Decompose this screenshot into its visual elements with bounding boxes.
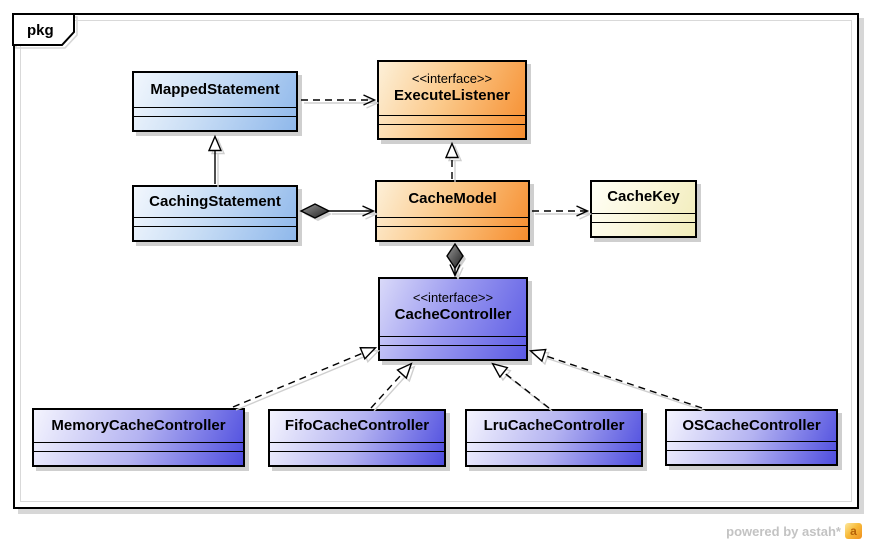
operations-compartment	[134, 226, 296, 240]
stereotype-label: <<interface>>	[411, 71, 493, 86]
attributes-compartment	[380, 336, 526, 345]
operations-compartment	[667, 450, 836, 464]
attributes-compartment	[467, 442, 641, 451]
attributes-compartment	[270, 442, 444, 451]
name-compartment: CacheKey	[592, 182, 695, 213]
class-mapped-statement[interactable]: MappedStatement	[132, 71, 298, 132]
class-name: FifoCacheController	[284, 417, 430, 435]
name-compartment: MappedStatement	[134, 73, 296, 107]
class-execute-listener[interactable]: <<interface>> ExecuteListener	[377, 60, 527, 140]
class-cache-controller[interactable]: <<interface>> CacheController	[378, 277, 528, 361]
operations-compartment	[592, 222, 695, 236]
stereotype-label: <<interface>>	[412, 290, 494, 305]
class-fifo-cache-controller[interactable]: FifoCacheController	[268, 409, 446, 467]
class-name: ExecuteListener	[394, 87, 510, 105]
class-name: CacheKey	[607, 188, 680, 206]
class-name: MemoryCacheController	[51, 416, 226, 434]
operations-compartment	[34, 451, 243, 465]
frame-inner-border	[20, 20, 852, 502]
class-cache-model[interactable]: CacheModel	[375, 180, 530, 242]
name-compartment: OSCacheController	[667, 411, 836, 441]
name-compartment: <<interface>> CacheController	[380, 279, 526, 336]
class-cache-key[interactable]: CacheKey	[590, 180, 697, 238]
attributes-compartment	[134, 107, 296, 116]
class-name: CachingStatement	[149, 192, 281, 210]
powered-by-text[interactable]: powered by astah*	[726, 523, 841, 539]
attributes-compartment	[592, 213, 695, 222]
operations-compartment	[270, 451, 444, 465]
operations-compartment	[380, 345, 526, 359]
name-compartment: MemoryCacheController	[34, 410, 243, 442]
pkg-frame-label: pkg	[27, 22, 54, 39]
astah-logo-icon[interactable]: a	[845, 523, 862, 539]
class-name: CacheModel	[408, 190, 497, 208]
operations-compartment	[467, 451, 641, 465]
attributes-compartment	[667, 441, 836, 450]
operations-compartment	[379, 124, 525, 138]
class-name: LruCacheController	[483, 417, 625, 435]
class-name: CacheController	[394, 306, 512, 324]
class-caching-statement[interactable]: CachingStatement	[132, 185, 298, 242]
attributes-compartment	[377, 217, 528, 226]
footer: powered by astah* a	[726, 523, 862, 539]
name-compartment: FifoCacheController	[270, 411, 444, 442]
class-memory-cache-controller[interactable]: MemoryCacheController	[32, 408, 245, 467]
operations-compartment	[377, 226, 528, 240]
class-os-cache-controller[interactable]: OSCacheController	[665, 409, 838, 466]
class-lru-cache-controller[interactable]: LruCacheController	[465, 409, 643, 467]
operations-compartment	[134, 116, 296, 130]
name-compartment: CacheModel	[377, 182, 528, 217]
class-name: OSCacheController	[682, 416, 821, 434]
attributes-compartment	[379, 115, 525, 124]
attributes-compartment	[134, 217, 296, 226]
attributes-compartment	[34, 442, 243, 451]
name-compartment: CachingStatement	[134, 187, 296, 217]
astah-logo-letter: a	[850, 524, 857, 538]
class-name: MappedStatement	[150, 80, 280, 98]
name-compartment: LruCacheController	[467, 411, 641, 442]
name-compartment: <<interface>> ExecuteListener	[379, 62, 525, 115]
